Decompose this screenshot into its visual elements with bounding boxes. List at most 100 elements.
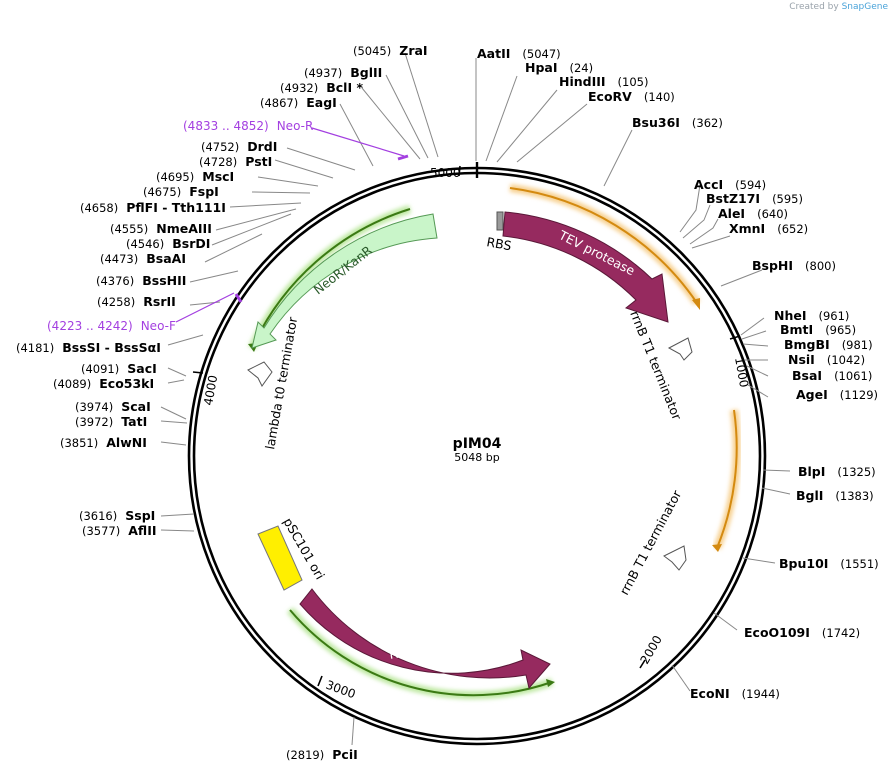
site-pos: (105): [618, 75, 649, 89]
site-pos: (1129): [840, 388, 878, 402]
tick-marks: [192, 165, 741, 687]
site-name: BsrDI: [172, 236, 210, 251]
tick-label-5000: 5000: [430, 166, 461, 180]
site-name: SacI: [127, 361, 157, 376]
svg-text:(4932)BclI *: (4932)BclI *: [280, 80, 363, 95]
site-name: FspI: [189, 184, 219, 199]
site-name: PciI: [332, 747, 358, 762]
site-name: NmeAIII: [156, 221, 212, 236]
primer-range: (4223 .. 4242): [47, 319, 133, 333]
site-pos: (1061): [834, 369, 872, 383]
tick-label-4000: 4000: [201, 374, 220, 407]
site-pos: (5047): [522, 47, 560, 61]
site-pos: (1944): [742, 687, 780, 701]
tick-label-2000: 2000: [637, 633, 664, 666]
tick-label-1000: 1000: [732, 356, 751, 389]
svg-text:EcoNI(1944): EcoNI (1944): [690, 686, 780, 701]
site-name: BglI: [796, 488, 823, 503]
site-pos: (4932): [280, 81, 318, 95]
site-pos: (3616): [79, 509, 117, 523]
site-pos: (1325): [837, 465, 875, 479]
site-name: EcoRV: [588, 89, 632, 104]
enzyme-labels-right: AatII (5047) HpaI(24) HindIII (105) EcoRV (…: [477, 46, 879, 701]
neor-kanr-feature[interactable]: [251, 213, 438, 349]
svg-text:AatII(5047): AatII (5047): [477, 46, 561, 61]
primer-neo-f-marker: [234, 293, 243, 303]
primer-range: (4833 .. 4852): [183, 119, 269, 133]
site-name: EcoNI: [690, 686, 730, 701]
site-pos: (4546): [126, 237, 164, 251]
site-name: PflFI - Tth111I: [126, 200, 226, 215]
site-name: BsaAI: [146, 251, 186, 266]
site-name: HindIII: [559, 74, 606, 89]
site-pos: (4473): [100, 252, 138, 266]
site-name: BmtI: [780, 322, 813, 337]
site-pos: (4258): [97, 295, 135, 309]
site-pos: (640): [757, 207, 788, 221]
site-pos: (4695): [156, 170, 194, 184]
site-pos: (4089): [53, 377, 91, 391]
site-name: BssSI - BssSαI: [62, 340, 161, 355]
svg-text:(5045)ZraI: (5045)ZraI: [353, 43, 428, 58]
svg-text:(4258)RsrII: (4258) RsrII: [97, 294, 176, 309]
site-pos: (800): [805, 259, 836, 273]
site-name: Bsu36I: [632, 115, 680, 130]
svg-text:Bsu36I(362): Bsu36I(362): [632, 115, 723, 130]
svg-text:(4937)BglII: (4937) BglII: [304, 65, 382, 80]
site-pos: (3851): [60, 436, 98, 450]
svg-text:AgeI(1129): AgeI(1129): [796, 387, 878, 402]
site-name: BlpI: [798, 464, 825, 479]
site-pos: (3974): [75, 400, 113, 414]
rbs-feature[interactable]: [496, 211, 504, 231]
site-name: ScaI: [121, 399, 151, 414]
site-pos: (3972): [75, 415, 113, 429]
credit-prefix: Created by: [789, 2, 839, 12]
rrnb-terminator-1-label: rrnB T1 terminator: [627, 309, 685, 423]
site-pos: (4091): [81, 362, 119, 376]
svg-text:(4546)BsrDI: (4546) BsrDI: [126, 236, 210, 251]
svg-text:AccI(594): AccI(594): [694, 177, 766, 192]
site-pos: (4752): [201, 140, 239, 154]
rrnb-terminator-2[interactable]: [663, 545, 687, 571]
snapgene-logo: SnapGene: [841, 2, 888, 12]
plasmid-length: 5048 bp: [454, 451, 499, 464]
psc101-ori-feature[interactable]: [257, 525, 303, 591]
tev-protease-feature[interactable]: [502, 211, 669, 323]
leader-lines: [160, 52, 791, 746]
svg-text:HindIII(105): HindIII (105): [559, 74, 648, 89]
svg-text:(3851)AlwNI: (3851)AlwNI: [60, 435, 147, 450]
site-pos: (595): [772, 192, 803, 206]
snapgene-credit: Created by SnapGene: [789, 2, 888, 12]
primer-lines: [175, 127, 405, 323]
svg-text:(4833 .. 4852)Neo-R: (4833 .. 4852)Neo-R: [183, 119, 313, 133]
svg-text:(4089)Eco53kI: (4089) Eco53kI: [53, 376, 154, 391]
svg-text:(4658)PflFI - Tth111I: (4658)PflFI - Tth111I: [80, 200, 226, 215]
site-pos: (3577): [82, 524, 120, 538]
svg-text:BglI(1383): BglI(1383): [796, 488, 874, 503]
rep101-feature[interactable]: [299, 588, 551, 690]
rrnb-terminator-1[interactable]: [667, 337, 693, 361]
site-name: BstZ17I: [706, 191, 760, 206]
site-name: BmgBI: [784, 337, 830, 352]
site-name: MscI: [202, 169, 234, 184]
site-pos: (1742): [822, 626, 860, 640]
site-pos: (24): [570, 61, 594, 75]
site-name: RsrII: [143, 294, 176, 309]
svg-text:(4473)BsaAI: (4473) BsaAI: [100, 251, 186, 266]
site-name: BglII: [350, 65, 382, 80]
lambda-t0-terminator[interactable]: [247, 361, 273, 387]
svg-text:HpaI(24): HpaI(24): [525, 60, 593, 75]
svg-text:NheI(961): NheI(961): [774, 308, 849, 323]
svg-text:(4675)FspI: (4675)FspI: [143, 184, 219, 199]
site-name: AatII: [477, 46, 510, 61]
primer-name: Neo-F: [141, 319, 176, 333]
svg-text:(4752)DrdI: (4752)DrdI: [201, 139, 277, 154]
svg-text:(3577)AflII: (3577)AflII: [82, 523, 157, 538]
site-name: AccI: [694, 177, 723, 192]
site-name: Eco53kI: [99, 376, 154, 391]
site-pos: (4937): [304, 66, 342, 80]
svg-text:(4181)BssSI - BssSαI: (4181)BssSI - BssSαI: [16, 340, 161, 355]
site-name: SspI: [125, 508, 155, 523]
site-name: XmnI: [729, 221, 765, 236]
site-pos: (1551): [840, 557, 878, 571]
